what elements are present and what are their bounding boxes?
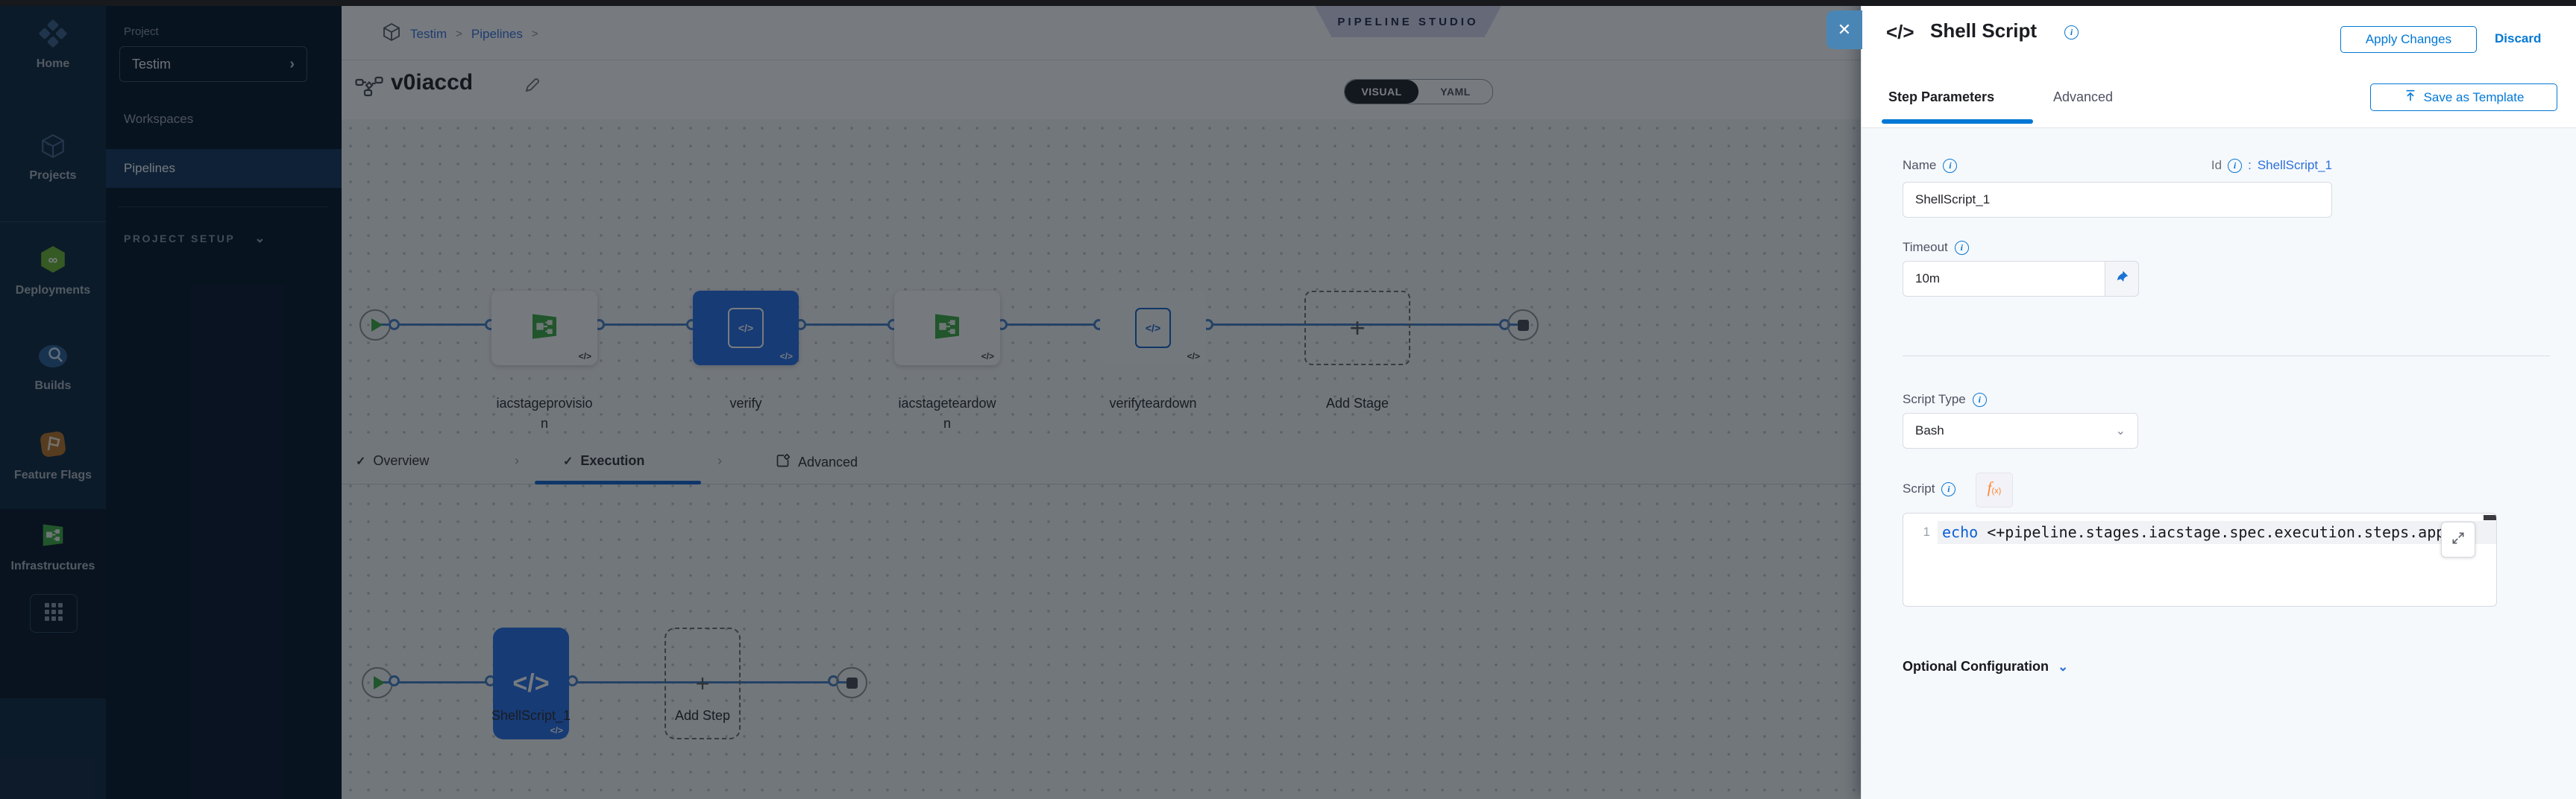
drawer-dim-overlay[interactable] xyxy=(0,0,1861,799)
drawer-header-divider xyxy=(1862,127,2576,128)
script-code-editor[interactable]: 1 echo <+pipeline.stages.iacstage.spec.e… xyxy=(1903,513,2497,607)
tab-advanced[interactable]: Advanced xyxy=(2053,89,2114,104)
editor-expand-button[interactable] xyxy=(2441,522,2475,558)
button-label: Save as Template xyxy=(2423,89,2525,104)
code-keyword: echo xyxy=(1942,523,1979,541)
section-label: Optional Configuration xyxy=(1903,659,2049,674)
window-top-bar xyxy=(0,0,2576,6)
expression-fx-button[interactable]: f (x) xyxy=(1976,473,2013,508)
fixed-value-pin-button[interactable] xyxy=(2105,261,2139,297)
chevron-down-icon: ⌄ xyxy=(2115,425,2126,438)
chevron-down-icon: ⌄ xyxy=(2057,659,2069,674)
timeout-input[interactable]: 10m xyxy=(1903,261,2105,297)
drawer-close-button[interactable]: ✕ xyxy=(1826,10,1862,49)
fx-icon: f xyxy=(1987,479,1992,496)
id-label: Id xyxy=(2211,158,2222,172)
timeout-field-label: Timeout i xyxy=(1903,240,1969,255)
code-text: <+pipeline.stages.iacstage.spec.executio… xyxy=(1978,523,2454,541)
script-type-value: Bash xyxy=(1915,423,1944,438)
shell-script-icon: </> xyxy=(1886,21,1914,43)
info-icon[interactable]: i xyxy=(2064,25,2079,40)
step-id-row: Id i : ShellScript_1 xyxy=(2115,158,2332,173)
timeout-input-value: 10m xyxy=(1915,271,1941,285)
script-type-select[interactable]: Bash ⌄ xyxy=(1903,413,2138,449)
expand-icon xyxy=(2451,531,2466,549)
upload-icon xyxy=(2404,89,2417,106)
info-icon[interactable]: i xyxy=(1954,240,1969,255)
optional-configuration-toggle[interactable]: Optional Configuration ⌄ xyxy=(1903,659,2068,675)
editor-current-line xyxy=(1938,521,2496,544)
info-icon[interactable]: i xyxy=(1941,481,1956,496)
discard-button[interactable]: Discard xyxy=(2495,31,2542,45)
info-icon[interactable]: i xyxy=(2228,158,2243,173)
info-icon[interactable]: i xyxy=(1972,392,1987,407)
editor-overview-ruler xyxy=(2484,515,2496,520)
id-value[interactable]: ShellScript_1 xyxy=(2257,158,2332,172)
pin-icon xyxy=(2114,270,2129,288)
step-config-drawer: </> Shell Script i Apply Changes Discard… xyxy=(1861,0,2576,799)
editor-line-number: 1 xyxy=(1923,525,1930,539)
editor-code-line[interactable]: echo <+pipeline.stages.iacstage.spec.exe… xyxy=(1942,523,2494,541)
drawer-body xyxy=(1862,128,2576,799)
script-type-field-label: Script Type i xyxy=(1903,392,1987,407)
active-tab-underline xyxy=(1882,119,2033,124)
close-icon: ✕ xyxy=(1837,20,1852,39)
name-field-label: Name i xyxy=(1903,158,1958,173)
info-icon[interactable]: i xyxy=(1943,158,1958,173)
name-input[interactable]: ShellScript_1 xyxy=(1903,182,2332,218)
name-input-value: ShellScript_1 xyxy=(1915,192,1991,206)
script-field-label: Script i xyxy=(1903,481,1956,496)
save-as-template-button[interactable]: Save as Template xyxy=(2370,83,2557,111)
apply-changes-button[interactable]: Apply Changes xyxy=(2340,26,2477,53)
tab-step-parameters[interactable]: Step Parameters xyxy=(1888,89,1995,104)
id-separator: : xyxy=(2248,158,2252,172)
drawer-title: Shell Script xyxy=(1930,19,2038,42)
